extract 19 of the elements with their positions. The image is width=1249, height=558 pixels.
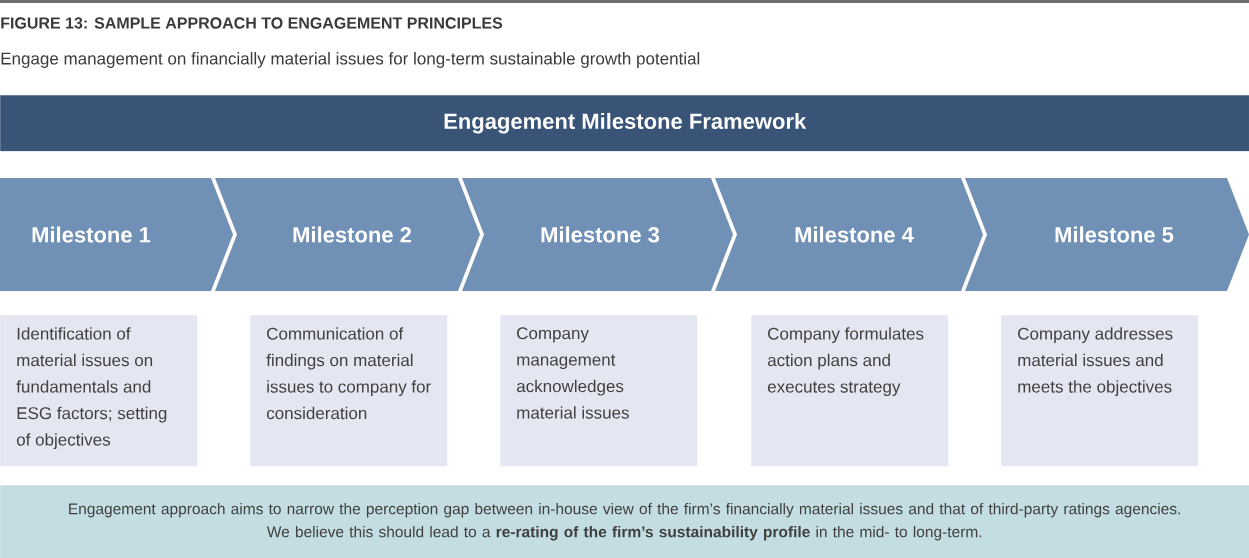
subtitle: Engage management on financially material issues for long-term sustainable growth potential xyxy=(1,52,700,68)
milestone-box: Milestone 4 xyxy=(715,178,983,291)
milestone-box: Milestone 3 xyxy=(462,178,733,291)
node-label: Milestone 4 xyxy=(795,226,914,243)
description-box: Company addresses material issues and meets the objectives xyxy=(1001,315,1199,467)
banner: Engagement Milestone Framework xyxy=(0,95,1249,152)
figure-title: FIGURE 13: SAMPLE APPROACH TO ENGAGEMENT PRINCIPLES xyxy=(1,17,503,29)
description-box: Company formulates action plans and executes strategy xyxy=(751,315,949,467)
node-label: Milestone 3 xyxy=(541,226,660,243)
milestone-box: Milestone 1 xyxy=(0,178,233,291)
milestone-box: Milestone 5 xyxy=(965,178,1249,291)
node-label: Milestone 1 xyxy=(32,226,151,243)
description-box: Identification of material issues on fundamentals and ESG factors; setting of objectives xyxy=(0,315,198,467)
description-box: Communication of findings on material issues to company for consideration xyxy=(250,315,448,467)
node-label: Milestone 2 xyxy=(293,226,412,243)
note-box: Engagement approach aims to narrow the perception gap between in-house view of the firm’s financially material issues and that of third-party ratings agencies. We believe this should lead to a re-rating of the firm’s sustainability profile in the mid- to long-term. xyxy=(0,485,1249,558)
description-box: Company management acknowledges material issues xyxy=(500,315,698,467)
node-label: Milestone 5 xyxy=(1055,226,1174,243)
milestone-box: Milestone 2 xyxy=(215,178,480,291)
